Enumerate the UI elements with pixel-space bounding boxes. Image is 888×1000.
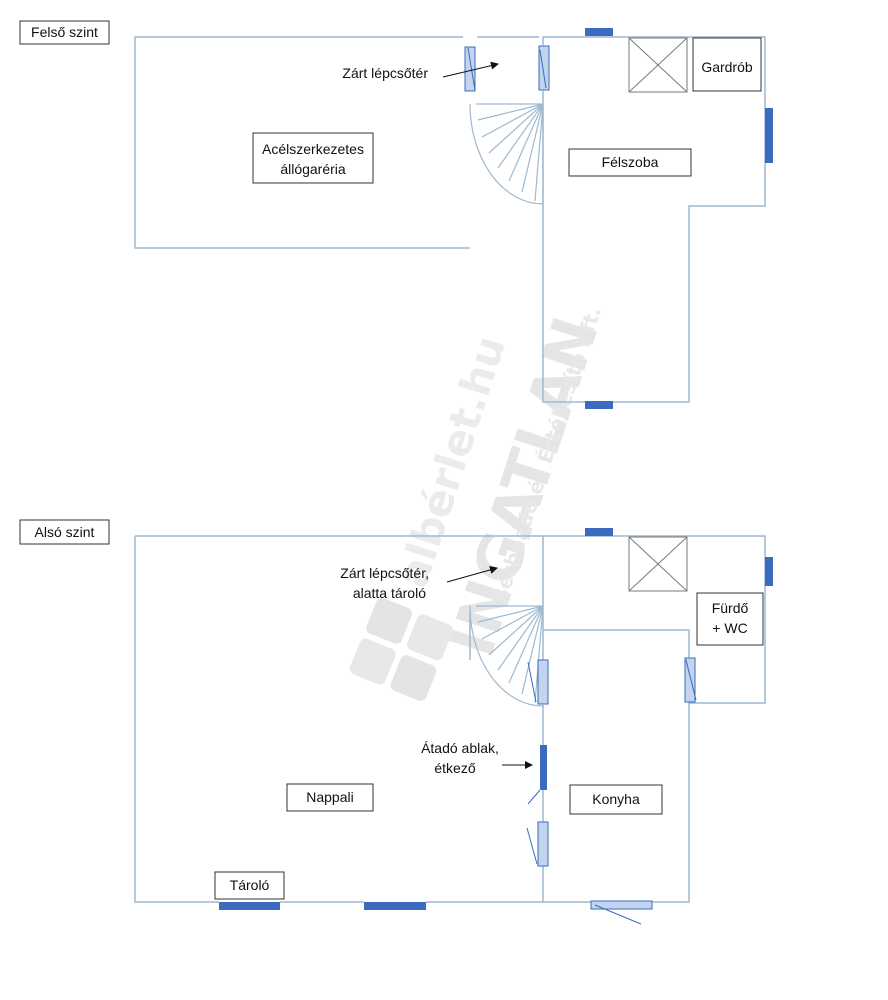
upper-stair-door-right bbox=[538, 45, 550, 91]
pass-window-annotation: Átadó ablak, étkező bbox=[421, 740, 533, 776]
upper-floor: Felső szint bbox=[19, 20, 773, 409]
upper-window-right bbox=[765, 108, 773, 163]
lower-window-bottom-left bbox=[219, 902, 280, 910]
bedroom-label-text: Félszoba bbox=[602, 154, 659, 170]
storage-label: Tároló bbox=[214, 871, 285, 900]
living-room-label-text: Nappali bbox=[306, 789, 353, 805]
bathroom-label-line1: Fürdő bbox=[712, 600, 749, 616]
steel-garage-label-line1: Acélszerkezetes bbox=[262, 141, 364, 157]
watermark: albérlet.hu INGATLAN Bérbeadó és Értékes… bbox=[349, 303, 613, 702]
lower-stair-door bbox=[537, 659, 549, 705]
kitchen-label: Konyha bbox=[569, 784, 663, 815]
stair-icon bbox=[469, 605, 544, 707]
logo-icon bbox=[349, 597, 453, 702]
bedroom-label: Félszoba bbox=[568, 148, 692, 177]
upper-stairwell-text: Zárt lépcsőtér bbox=[342, 65, 428, 81]
upper-window-bottom bbox=[585, 401, 613, 409]
upper-stair-door-left bbox=[464, 46, 476, 92]
storage-label-text: Tároló bbox=[230, 877, 270, 893]
bathroom-label: Fürdő + WC bbox=[696, 592, 764, 646]
kitchen-bottom-door bbox=[590, 900, 653, 910]
bathroom-label-line2: + WC bbox=[712, 620, 747, 636]
arrow-icon bbox=[446, 566, 498, 583]
steel-garage-label-line2: állógaréria bbox=[280, 161, 346, 177]
void-cross-icon bbox=[628, 37, 688, 93]
bathroom-door bbox=[684, 657, 696, 703]
upper-level-text: Felső szint bbox=[31, 24, 98, 40]
upper-stairwell-annotation: Zárt lépcsőtér bbox=[342, 61, 499, 81]
lower-stairwell-line2: alatta tároló bbox=[353, 585, 426, 601]
kitchen-door bbox=[537, 821, 549, 867]
wardrobe-label: Gardrób bbox=[692, 37, 762, 92]
pass-window-line2: étkező bbox=[434, 760, 475, 776]
void-cross-icon bbox=[628, 536, 688, 592]
pass-window bbox=[540, 745, 547, 790]
lower-level-text: Alsó szint bbox=[35, 524, 95, 540]
lower-window-bottom-mid bbox=[364, 902, 426, 910]
lower-interior-walls bbox=[469, 536, 690, 902]
lower-window-top bbox=[585, 528, 613, 536]
lower-level-label: Alsó szint bbox=[19, 519, 110, 545]
kitchen-label-text: Konyha bbox=[592, 791, 640, 807]
lower-window-right bbox=[765, 557, 773, 586]
arrow-icon bbox=[442, 61, 499, 78]
wardrobe-label-text: Gardrób bbox=[701, 59, 753, 75]
stair-icon bbox=[469, 103, 544, 205]
steel-garage-area bbox=[134, 36, 539, 249]
lower-floor: Alsó szint bbox=[19, 519, 773, 925]
upper-level-label: Felső szint bbox=[19, 20, 110, 45]
lower-outer-walls bbox=[134, 535, 766, 903]
living-room-label: Nappali bbox=[286, 783, 374, 812]
upper-bedroom-walls bbox=[542, 36, 766, 403]
upper-window-top bbox=[585, 28, 613, 36]
lower-stairwell-annotation: Zárt lépcsőtér, alatta tároló bbox=[340, 565, 498, 601]
pass-window-line1: Átadó ablak, bbox=[421, 740, 499, 756]
lower-stairwell-line1: Zárt lépcsőtér, bbox=[340, 565, 429, 581]
steel-garage-label: Acélszerkezetes állógaréria bbox=[252, 132, 374, 184]
